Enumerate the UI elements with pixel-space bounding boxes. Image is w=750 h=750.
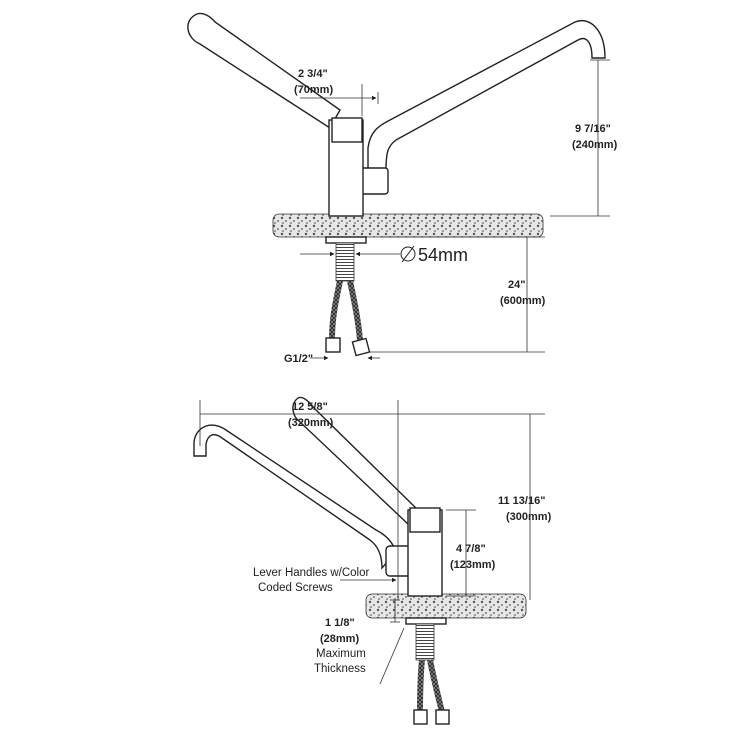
dim-thickness-mm: (28mm): [320, 633, 359, 645]
hose-right-bottom: [427, 659, 445, 713]
diameter-symbol: [400, 246, 416, 262]
dim-connection: G1/2": [284, 353, 313, 365]
hose-right-top: [347, 280, 363, 341]
dim-hose-length: 24": [508, 279, 525, 291]
handle-cap-top: [331, 117, 363, 143]
dim-thickness: 1 1/8": [325, 617, 355, 629]
hose-fitting-right-top: [351, 337, 371, 357]
countertop-top: [272, 213, 544, 238]
note-thickness: Thickness: [314, 663, 366, 675]
spout-bottom: [193, 424, 397, 570]
dim-spout-height: 9 7/16": [575, 123, 611, 135]
dim-body-height: 4 7/8": [456, 543, 486, 555]
top-view-faucet: [187, 12, 606, 357]
thread-stem-top: [335, 242, 355, 282]
dim-spout-reach: 12 5/8": [292, 401, 328, 413]
dim-body-height-mm: (123mm): [450, 559, 496, 571]
mount-flange-top: [325, 236, 367, 244]
hose-fitting-left-top: [325, 337, 341, 353]
hose-fitting-right-bottom: [435, 709, 450, 725]
hose-left-bottom: [417, 659, 425, 713]
dim-total-height-mm: (300mm): [506, 511, 552, 523]
dim-bore-diameter: 54mm: [418, 245, 468, 265]
top-view-dimensions: [300, 59, 610, 361]
dim-total-height: 11 13/16": [498, 495, 545, 507]
dim-handle-width: 2 3/4": [298, 68, 328, 80]
thread-stem-bottom: [415, 623, 435, 661]
handle-cap-bottom: [409, 507, 441, 533]
dim-spout-height-mm: (240mm): [572, 139, 618, 151]
mount-flange-bottom: [405, 617, 447, 625]
note-lever-handles: Lever Handles w/Color: [253, 567, 370, 579]
spout-base-top: [359, 167, 389, 195]
spout-top: [367, 20, 606, 171]
hose-left-top: [329, 280, 343, 339]
bottom-view-faucet: [193, 396, 527, 725]
hose-fitting-left-bottom: [413, 709, 428, 725]
bottom-view-dimensions: [199, 400, 545, 685]
countertop-bottom: [365, 593, 527, 619]
dim-hose-length-mm: (600mm): [500, 295, 546, 307]
dim-spout-reach-mm: (320mm): [288, 417, 334, 429]
dim-handle-width-mm: (70mm): [294, 84, 333, 96]
note-maximum: Maximum: [316, 648, 366, 660]
note-lever-handles-line2: Coded Screws: [258, 582, 333, 594]
